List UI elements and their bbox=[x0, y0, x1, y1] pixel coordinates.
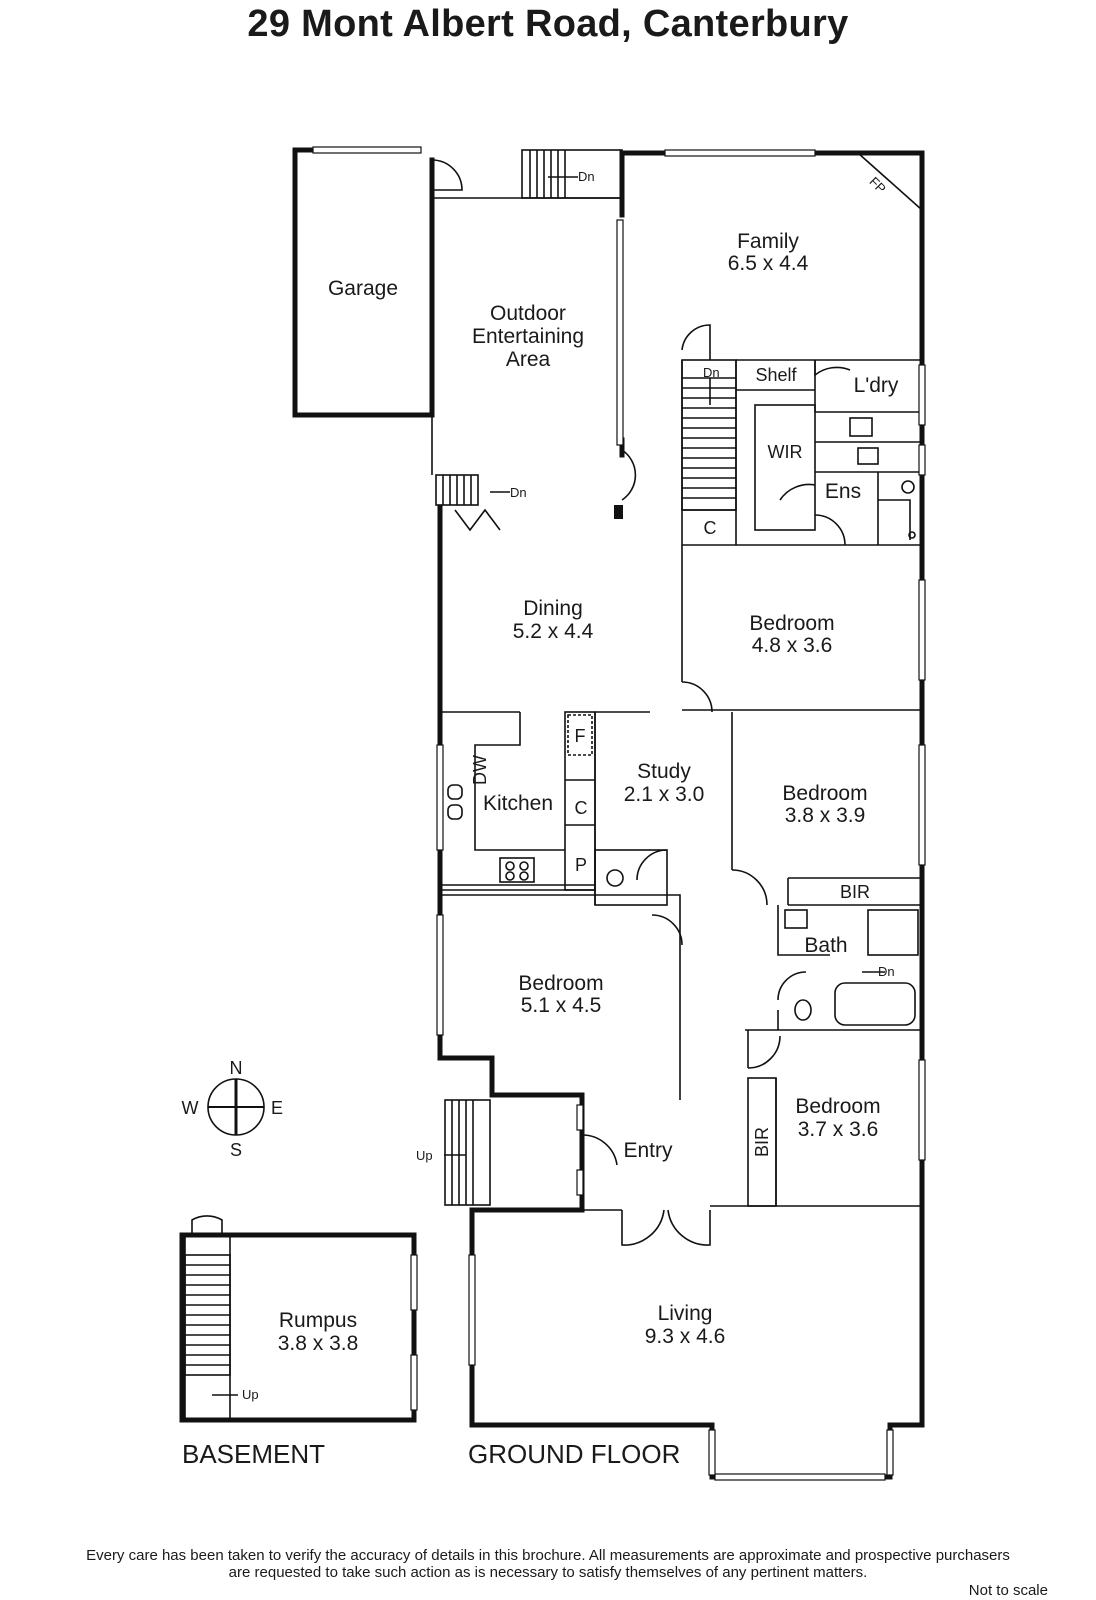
dining-label: Dining bbox=[523, 597, 583, 620]
room-labels: Garage Outdoor Entertaining Area Family … bbox=[278, 230, 899, 1355]
bedroom2-dim: 3.8 x 3.9 bbox=[785, 804, 866, 827]
shelf-label: Shelf bbox=[755, 365, 797, 385]
bedroom4-label: Bedroom bbox=[795, 1095, 880, 1118]
compass-s: S bbox=[230, 1140, 242, 1160]
basement bbox=[179, 1215, 418, 1423]
bedroom1-dim: 4.8 x 3.6 bbox=[752, 634, 833, 657]
pantry-label: P bbox=[575, 855, 587, 875]
living-label: Living bbox=[658, 1302, 713, 1325]
bir-label-1: BIR bbox=[840, 882, 870, 902]
interior-walls bbox=[436, 324, 926, 1481]
entry-label: Entry bbox=[623, 1139, 673, 1162]
bedroom2-label: Bedroom bbox=[782, 782, 867, 805]
fridge-label: F bbox=[575, 726, 586, 746]
outdoor-area bbox=[431, 149, 623, 532]
disclaimer-line-1: Every care has been taken to verify the … bbox=[86, 1547, 1010, 1564]
study-dim: 2.1 x 3.0 bbox=[624, 783, 705, 806]
floor-labels: BASEMENT GROUND FLOOR bbox=[182, 1439, 680, 1469]
stair-up-2: Up bbox=[242, 1387, 259, 1402]
family-dim: 6.5 x 4.4 bbox=[728, 252, 809, 275]
stair-dn-2: Dn bbox=[703, 365, 720, 380]
basement-label: BASEMENT bbox=[182, 1439, 325, 1469]
family-room-features: FP bbox=[664, 149, 923, 211]
page-title: 29 Mont Albert Road, Canterbury bbox=[247, 3, 849, 45]
stair-dn-3: Dn bbox=[510, 485, 527, 500]
disclaimer-line-2: are requested to take such action as is … bbox=[228, 1564, 868, 1581]
cupboard-label-2: C bbox=[575, 798, 588, 818]
garage-label: Garage bbox=[328, 277, 398, 300]
bedroom4-dim: 3.7 x 3.6 bbox=[798, 1118, 879, 1141]
kitchen-label: Kitchen bbox=[483, 792, 553, 815]
ground-floor-label: GROUND FLOOR bbox=[468, 1439, 680, 1469]
dining-dim: 5.2 x 4.4 bbox=[513, 620, 594, 643]
ensuite-label: Ens bbox=[825, 480, 861, 503]
family-label: Family bbox=[737, 230, 799, 253]
not-to-scale-note: Not to scale bbox=[968, 1582, 1048, 1599]
bedroom3-dim: 5.1 x 4.5 bbox=[521, 994, 602, 1017]
dishwasher-label: DW bbox=[470, 755, 490, 785]
study-label: Study bbox=[637, 760, 691, 783]
laundry-label: L'dry bbox=[854, 374, 899, 397]
outdoor-label-2: Entertaining bbox=[472, 325, 584, 348]
stair-dn-1: Dn bbox=[578, 169, 595, 184]
outdoor-label-3: Area bbox=[506, 348, 551, 371]
living-dim: 9.3 x 4.6 bbox=[645, 1325, 726, 1348]
stair-dn-4: Dn bbox=[878, 964, 895, 979]
outdoor-label-1: Outdoor bbox=[490, 302, 566, 325]
disclaimer: Every care has been taken to verify the … bbox=[0, 1547, 1096, 1581]
stair-up-1: Up bbox=[416, 1148, 433, 1163]
compass-n: N bbox=[230, 1058, 243, 1078]
exterior-walls bbox=[437, 150, 925, 1480]
rumpus-label: Rumpus bbox=[279, 1309, 357, 1332]
bedroom1-label: Bedroom bbox=[749, 612, 834, 635]
stair-labels: Dn Dn Dn Dn Up Up bbox=[242, 169, 895, 1402]
bir-label-2: BIR bbox=[752, 1127, 772, 1157]
cupboard-label-1: C bbox=[704, 518, 717, 538]
bath-label: Bath bbox=[804, 934, 847, 957]
compass-w: W bbox=[182, 1098, 199, 1118]
compass: N S W E bbox=[182, 1058, 284, 1160]
compass-e: E bbox=[271, 1098, 283, 1118]
rumpus-dim: 3.8 x 3.8 bbox=[278, 1332, 359, 1355]
bedroom3-label: Bedroom bbox=[518, 972, 603, 995]
wir-label: WIR bbox=[768, 442, 803, 462]
